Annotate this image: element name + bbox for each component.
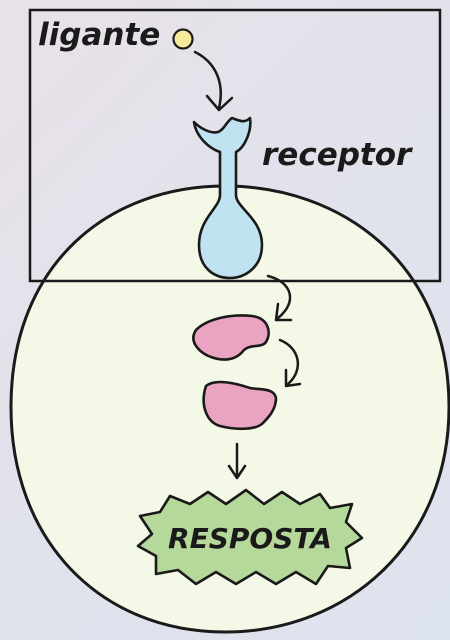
receptor-label: receptor: [262, 137, 413, 173]
arrow-ligand-to-receptor: [195, 52, 221, 108]
signaling-protein-2: [204, 382, 276, 429]
response-label: RESPOSTA: [168, 522, 332, 555]
ligand-molecule: [174, 30, 193, 49]
ligand-label: ligante: [38, 17, 160, 53]
